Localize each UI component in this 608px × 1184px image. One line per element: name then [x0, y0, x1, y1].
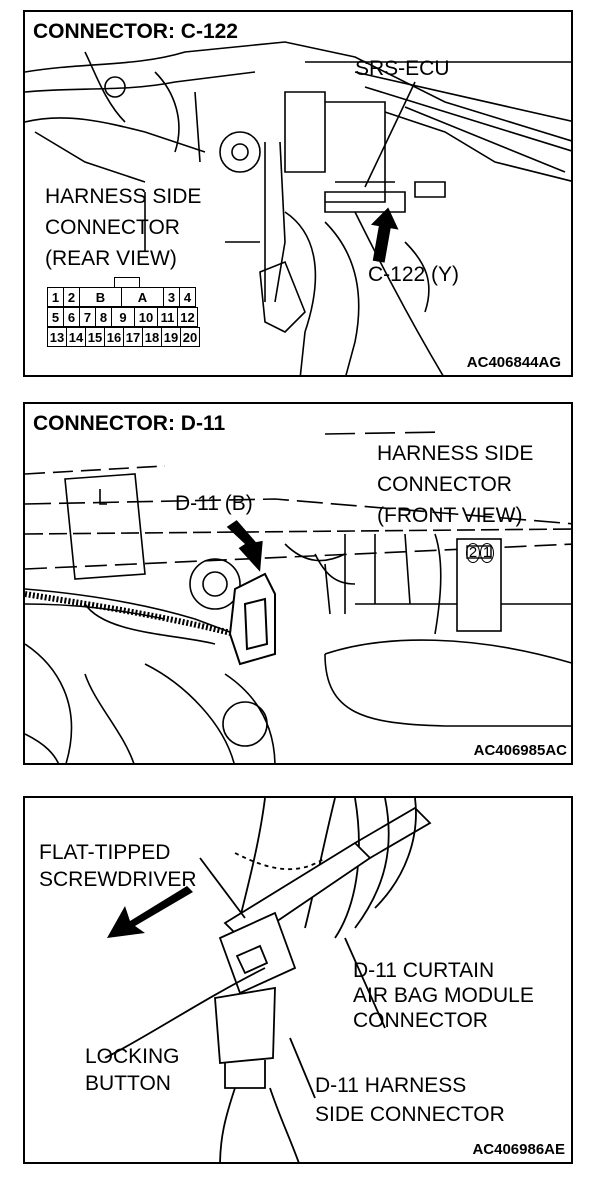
srs-ecu-label: SRS-ECU [355, 57, 450, 80]
pin: A [121, 287, 164, 307]
pin: 20 [180, 327, 200, 347]
module-connector-label-line1: D-11 CURTAIN [353, 959, 495, 982]
harness-side-label-line3: (REAR VIEW) [45, 247, 177, 270]
module-connector-label-line2: AIR BAG MODULE [353, 984, 534, 1007]
panel1-title: CONNECTOR: C-122 [33, 20, 238, 43]
pin: 10 [134, 307, 158, 327]
pin: 18 [142, 327, 162, 347]
module-connector-label-line3: CONNECTOR [353, 1009, 488, 1032]
screwdriver-label-line1: FLAT-TIPPED [39, 841, 171, 864]
screwdriver-label-line2: SCREWDRIVER [39, 868, 197, 891]
connector-latch [114, 277, 140, 287]
d11-pin-2: 2 [466, 543, 480, 563]
c122-vehicle-illustration [25, 41, 571, 375]
pin: 5 [47, 307, 64, 327]
pin: B [79, 287, 122, 307]
c122-pin-diagram: 1 2 B A 3 4 5 6 7 8 9 10 11 12 13 14 15 … [47, 277, 200, 347]
d11-pin-1: 1 [480, 543, 494, 563]
panel-connector-d11: CONNECTOR: D-11 HARNESS SIDE CONNECTOR (… [23, 402, 573, 765]
pin: 9 [111, 307, 135, 327]
pin: 13 [47, 327, 67, 347]
harness-side-label-line2: CONNECTOR [377, 473, 512, 496]
pin: 7 [79, 307, 96, 327]
pin: 8 [95, 307, 112, 327]
panel1-figure-code: AC406844AG [466, 354, 561, 371]
pin: 3 [163, 287, 180, 307]
pin: 14 [66, 327, 86, 347]
pin: 16 [104, 327, 124, 347]
c122-connector-label: C-122 (Y) [368, 263, 460, 286]
panel3-figure-code: AC406986AE [472, 1141, 565, 1158]
harness-side-label-line1: HARNESS SIDE [45, 185, 202, 208]
disconnect-illustration [104, 798, 432, 1162]
harness-side-label-line2: CONNECTOR [45, 216, 180, 239]
locking-button-label-line1: LOCKING [85, 1045, 180, 1068]
panel2-title: CONNECTOR: D-11 [33, 412, 226, 435]
locking-button-label-line2: BUTTON [85, 1072, 171, 1095]
pin-row-2: 5 6 7 8 9 10 11 12 [47, 307, 199, 327]
panel2-figure-code: AC406985AC [473, 742, 567, 759]
pin: 17 [123, 327, 143, 347]
pin: 19 [161, 327, 181, 347]
d11-connector-label: D-11 (B) [175, 492, 253, 515]
pin: 4 [179, 287, 196, 307]
pin-row-3: 13 14 15 16 17 18 19 20 [47, 327, 200, 347]
harness-connector-label-line1: D-11 HARNESS [315, 1074, 467, 1097]
pin: 12 [177, 307, 198, 327]
pin-row-1: 1 2 B A 3 4 [47, 287, 199, 307]
pin: 6 [63, 307, 80, 327]
harness-side-label-line1: HARNESS SIDE [377, 442, 534, 465]
harness-side-label-line3: (FRONT VIEW) [377, 504, 523, 527]
pin: 15 [85, 327, 105, 347]
panel-connector-c122: CONNECTOR: C-122 SRS-ECU HARNESS SIDE CO… [23, 10, 573, 377]
pin: 2 [63, 287, 80, 307]
pin: 11 [157, 307, 178, 327]
pin: 1 [47, 287, 64, 307]
harness-connector-label-line2: SIDE CONNECTOR [315, 1103, 505, 1126]
panel-disconnect-procedure: FLAT-TIPPED SCREWDRIVER D-11 CURTAIN AIR… [23, 796, 573, 1164]
